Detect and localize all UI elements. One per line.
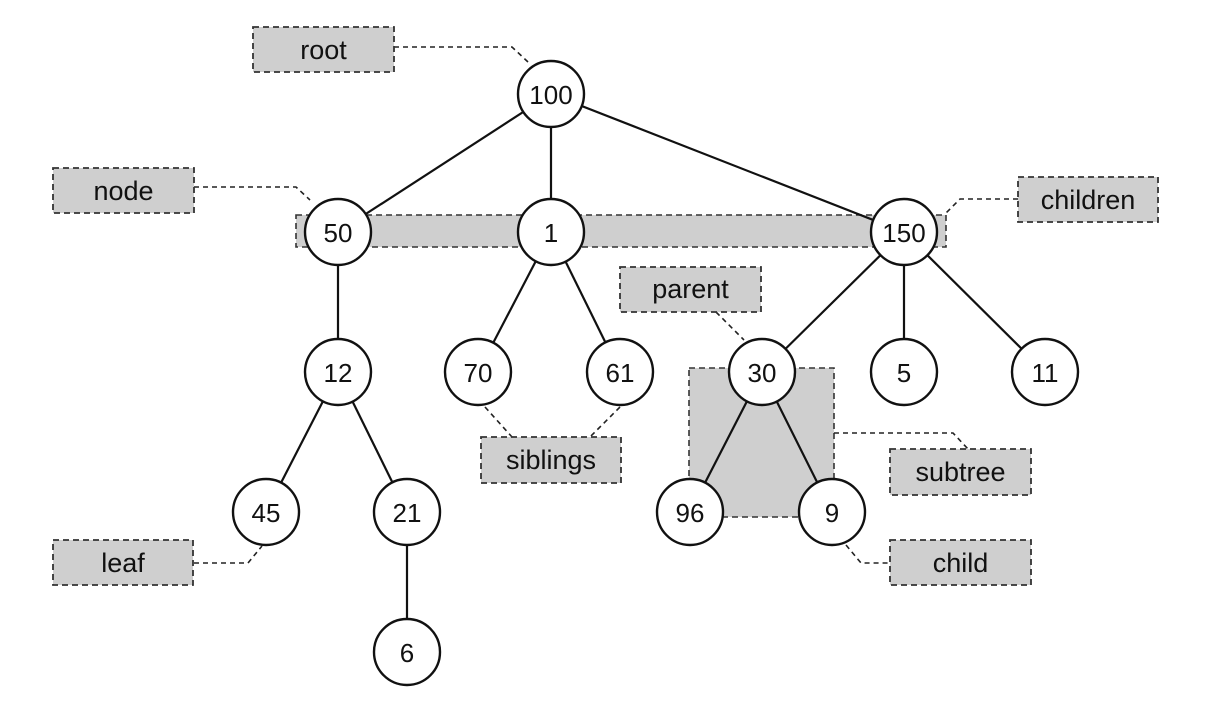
node-circle [727,337,797,407]
label-siblings: siblings [480,436,622,484]
node-value: 1 [544,218,558,248]
tree-node-1: 1 [516,197,586,267]
label-node: node [52,167,195,214]
tree-node-30: 30 [727,337,797,407]
node-circle [516,197,586,267]
tree-node-96: 96 [655,477,725,547]
node-value: 100 [529,80,572,110]
node-value: 30 [748,358,777,388]
label-parent: parent [619,266,762,313]
node-circle [372,617,442,687]
label-box-child [889,539,1032,586]
node-circle [585,337,655,407]
node-circle [303,197,373,267]
edge-n100-n50 [337,93,552,233]
child-leader-line [845,544,890,564]
label-leaf: leaf [52,539,194,586]
node-circle [372,477,442,547]
tree-node-5: 5 [869,337,939,407]
leader-lines [194,46,1018,564]
leaf-leader-line [194,545,263,564]
label-text-parent: parent [652,274,729,304]
tree-node-11: 11 [1010,337,1080,407]
label-box-root [252,26,395,73]
label-box-parent [619,266,762,313]
node-circle [303,337,373,407]
edge-n100-n150 [550,92,905,234]
tree-node-70: 70 [443,337,513,407]
parent-leader-line [715,311,745,341]
node-circle [1010,337,1080,407]
node-circle [655,477,725,547]
children-leader-line [943,198,1018,216]
label-text-subtree: subtree [915,457,1005,487]
root-leader-line [394,46,529,63]
node-value: 45 [252,498,281,528]
label-text-children: children [1041,185,1136,215]
node-circle [869,197,939,267]
node-circle [797,477,867,547]
node-value: 5 [897,358,911,388]
subtree-leader-line [834,432,969,450]
node-value: 12 [324,358,353,388]
node-value: 6 [400,638,414,668]
node-value: 150 [882,218,925,248]
tree-node-100: 100 [516,59,586,129]
label-text-child: child [933,548,989,578]
node-value: 21 [393,498,422,528]
label-subtree: subtree [889,448,1032,496]
node-value: 50 [324,218,353,248]
label-text-node: node [93,176,153,206]
label-children: children [1017,176,1159,223]
node-value: 70 [464,358,493,388]
tree-node-50: 50 [303,197,373,267]
siblings-leader-line-right [589,406,621,438]
label-text-leaf: leaf [101,548,145,578]
node-circle [869,337,939,407]
tree-node-45: 45 [231,477,301,547]
label-box-siblings [480,436,622,484]
node-value: 96 [676,498,705,528]
label-box-subtree [889,448,1032,496]
node-value: 61 [606,358,635,388]
label-root: root [252,26,395,73]
tree-node-61: 61 [585,337,655,407]
node-leader-line [194,186,311,201]
children-highlight-band [295,214,947,248]
label-box-children [1017,176,1159,223]
tree-node-150: 150 [869,197,939,267]
node-value: 9 [825,498,839,528]
label-box-node [52,167,195,214]
tree-node-12: 12 [303,337,373,407]
node-value: 11 [1032,358,1059,388]
label-box-leaf [52,539,194,586]
label-text-root: root [300,35,347,65]
tree-node-9: 9 [797,477,867,547]
node-circle [231,477,301,547]
node-circle [516,59,586,129]
siblings-leader-line-left [484,406,513,438]
label-child: child [889,539,1032,586]
tree-node-6: 6 [372,617,442,687]
node-circle [443,337,513,407]
tree-node-21: 21 [372,477,442,547]
label-text-siblings: siblings [506,445,596,475]
